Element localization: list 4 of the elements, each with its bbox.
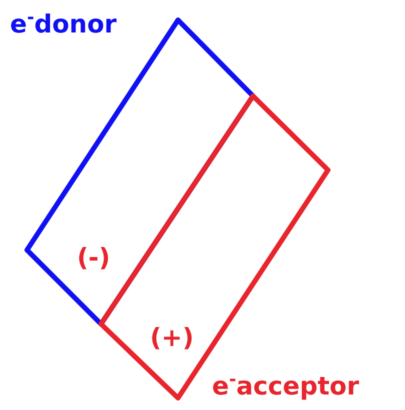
charge-label: (+) bbox=[150, 325, 194, 350]
charge-label: (-) bbox=[77, 245, 110, 270]
node-label: e$^{-}$acceptor bbox=[212, 372, 360, 398]
node-label: e$^{-}$donor bbox=[10, 10, 117, 36]
